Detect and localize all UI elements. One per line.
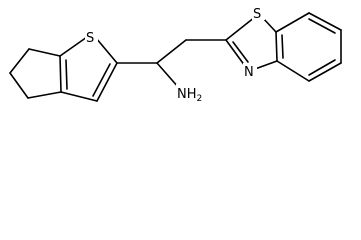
bond-c7-c6-inner bbox=[308, 18, 336, 34]
bond-c7a-c3a bbox=[275, 31, 278, 62]
bond-c2bt-n bbox=[225, 39, 246, 67]
bond-c2bt-n-inner bbox=[232, 41, 249, 63]
bond-c3-c3a bbox=[27, 91, 62, 99]
bond-c4-c3a bbox=[276, 60, 310, 82]
thiophene-ring bbox=[59, 36, 118, 102]
bond-c2-c3 bbox=[96, 62, 118, 102]
bond-c5-c4-inner bbox=[308, 59, 336, 76]
benzothiazole-ring bbox=[225, 12, 342, 82]
atom-labels: S S N NH2 bbox=[85, 5, 265, 104]
bond-c6a-c3a-inner bbox=[65, 59, 68, 90]
bond-ch-ch2 bbox=[156, 39, 187, 64]
bond-c6a-c3a bbox=[59, 55, 62, 93]
cyclopentane-ring bbox=[9, 48, 62, 99]
amine-subscript: 2 bbox=[197, 94, 203, 104]
bond-c4-c5 bbox=[9, 48, 30, 74]
bond-n-c3a bbox=[254, 60, 278, 70]
bond-c5-c4 bbox=[308, 62, 342, 82]
bond-c7-c6 bbox=[308, 12, 342, 31]
atom-label-n-benzothiazole: N bbox=[244, 65, 254, 80]
bond-c3-c3a-thio bbox=[60, 91, 98, 102]
bond-c7a-c7 bbox=[275, 12, 310, 33]
bond-c6a-s1 bbox=[59, 36, 88, 57]
bond-c3a-c7a-inner bbox=[281, 34, 284, 59]
side-chain bbox=[116, 39, 227, 89]
molecule-structure: S S N NH2 bbox=[9, 5, 342, 104]
amine-text: NH bbox=[177, 87, 197, 102]
atom-label-amine: NH2 bbox=[177, 87, 202, 104]
structure-canvas: S S N NH2 bbox=[9, 5, 342, 104]
bond-s1-c2 bbox=[95, 37, 118, 64]
atom-label-s-benzothiazole: S bbox=[253, 7, 261, 22]
bond-ch-nh2 bbox=[156, 62, 180, 89]
bond-c3-c4 bbox=[9, 72, 29, 99]
bond-c2-c3-inner bbox=[92, 63, 111, 97]
bond-c2bt-s bbox=[225, 16, 256, 41]
atom-label-s-thiophene: S bbox=[86, 31, 94, 46]
bond-c5-c6 bbox=[28, 48, 61, 57]
